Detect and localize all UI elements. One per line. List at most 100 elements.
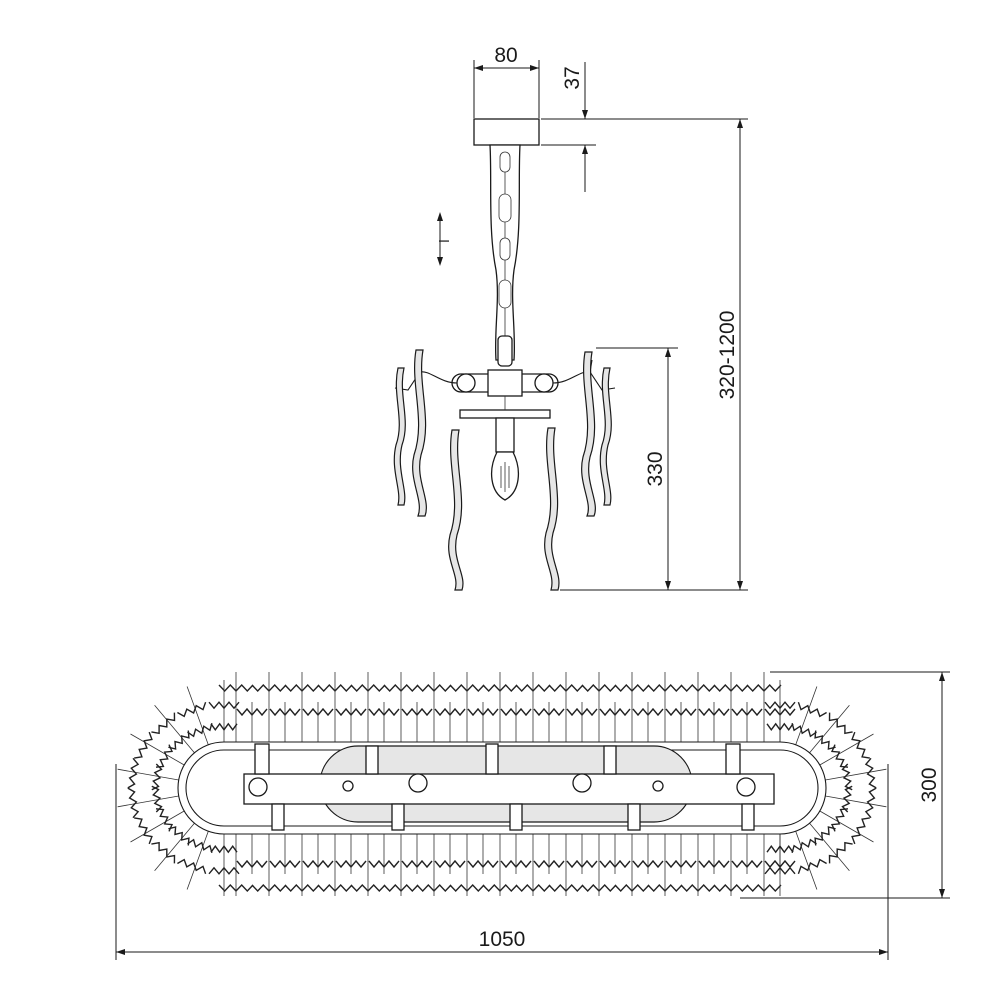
suspension-chain <box>489 144 521 367</box>
socket <box>248 777 268 797</box>
length-dimension: 1050 <box>115 764 889 960</box>
crystal-element <box>187 723 213 738</box>
canopy-width-dimension: 80 <box>473 44 540 118</box>
adjust-symbol: l <box>436 239 452 242</box>
crystal-element <box>830 808 849 832</box>
crystal-element <box>814 826 836 846</box>
length-label: 1050 <box>479 928 526 951</box>
crystal-element <box>825 768 887 781</box>
lamp-holder <box>741 803 755 831</box>
crystal-element <box>210 722 238 732</box>
crystal-element <box>841 763 853 791</box>
crystal-element <box>151 712 176 735</box>
side-view: 80 37 l <box>393 44 748 591</box>
crystal-element <box>154 705 195 754</box>
body-height-dimension: 330 <box>596 347 678 590</box>
crystal-element <box>809 705 850 754</box>
crystal-element <box>155 808 174 832</box>
crystal-element <box>819 733 874 766</box>
crystal-element <box>764 701 796 710</box>
crystal-element <box>795 686 818 745</box>
crystal-element <box>127 757 140 789</box>
crystal-element <box>795 831 818 890</box>
socket <box>736 777 756 797</box>
crystal-drop <box>448 429 464 591</box>
ceiling-canopy <box>473 118 540 146</box>
lamp-holder <box>254 743 270 775</box>
crystal-element <box>766 722 794 732</box>
crystal-element <box>764 866 796 875</box>
crystal-element <box>864 787 877 819</box>
crystal-element <box>766 844 794 854</box>
lamp-holder <box>627 803 641 831</box>
crystal-element <box>168 826 190 846</box>
lamp-holder <box>365 745 379 775</box>
crystal-element <box>791 723 817 738</box>
lamp-holder <box>725 743 741 775</box>
crystal-ring <box>117 672 887 896</box>
crystal-drop <box>581 351 596 517</box>
crystal-element <box>151 785 163 813</box>
socket <box>408 773 428 793</box>
socket <box>652 780 664 792</box>
body-height-label: 330 <box>644 451 667 486</box>
crystal-drops <box>393 349 612 591</box>
light-bulb <box>490 417 520 501</box>
lamp-holder <box>485 743 499 775</box>
crystal-drop <box>544 427 560 591</box>
crystal-element <box>187 838 213 853</box>
crystal-element <box>117 768 179 781</box>
socket <box>572 773 592 793</box>
crystal-element <box>864 757 877 789</box>
crystal-element <box>130 810 185 843</box>
crystal-element <box>134 731 153 759</box>
canopy-width-label: 80 <box>494 44 517 67</box>
total-height-label: 320-1200 <box>716 311 739 400</box>
crystal-element <box>208 701 240 710</box>
total-height-dimension: 320-1200 <box>541 118 748 591</box>
lamp-holder <box>271 803 285 831</box>
crystal-element <box>127 787 140 819</box>
lamp-holder <box>509 803 523 831</box>
crystal-element <box>186 686 209 745</box>
width-dimension: 300 <box>740 671 950 899</box>
lamp-holder <box>391 803 405 831</box>
top-view: 1050 300 <box>115 671 950 960</box>
adjustable-length-indicator: l <box>436 212 452 266</box>
crystal-element <box>151 841 176 864</box>
crystal-element <box>208 866 240 875</box>
crystal-element <box>819 810 874 843</box>
crystal-element <box>828 841 853 864</box>
crystal-element <box>177 701 207 718</box>
crystal-element <box>797 858 827 875</box>
crystal-element <box>791 838 817 853</box>
socket <box>342 780 354 792</box>
crystal-element <box>210 844 238 854</box>
crystal-element <box>814 730 836 750</box>
canopy-height-dimension: 37 <box>541 62 596 192</box>
outer-frame <box>177 741 827 835</box>
crystal-element <box>177 858 207 875</box>
width-label: 300 <box>918 767 941 802</box>
crystal-element <box>809 822 850 871</box>
crystal-element <box>828 712 853 735</box>
crystal-drop <box>412 349 427 517</box>
crystal-element <box>830 744 849 768</box>
crystal-drop <box>393 367 406 506</box>
crystal-element <box>168 730 190 750</box>
crystal-element <box>155 744 174 768</box>
crystal-element <box>851 817 870 845</box>
crystal-element <box>797 701 827 718</box>
central-hub <box>394 359 616 419</box>
crystal-element <box>130 733 185 766</box>
canopy-height-label: 37 <box>561 66 584 89</box>
crystal-drop <box>599 367 612 506</box>
crystal-element <box>151 763 163 791</box>
crystal-element <box>134 817 153 845</box>
crystal-element <box>851 731 870 759</box>
crystal-element <box>154 822 195 871</box>
mounting-bar <box>243 773 775 805</box>
crystal-element <box>117 795 179 808</box>
crystal-element <box>841 785 853 813</box>
